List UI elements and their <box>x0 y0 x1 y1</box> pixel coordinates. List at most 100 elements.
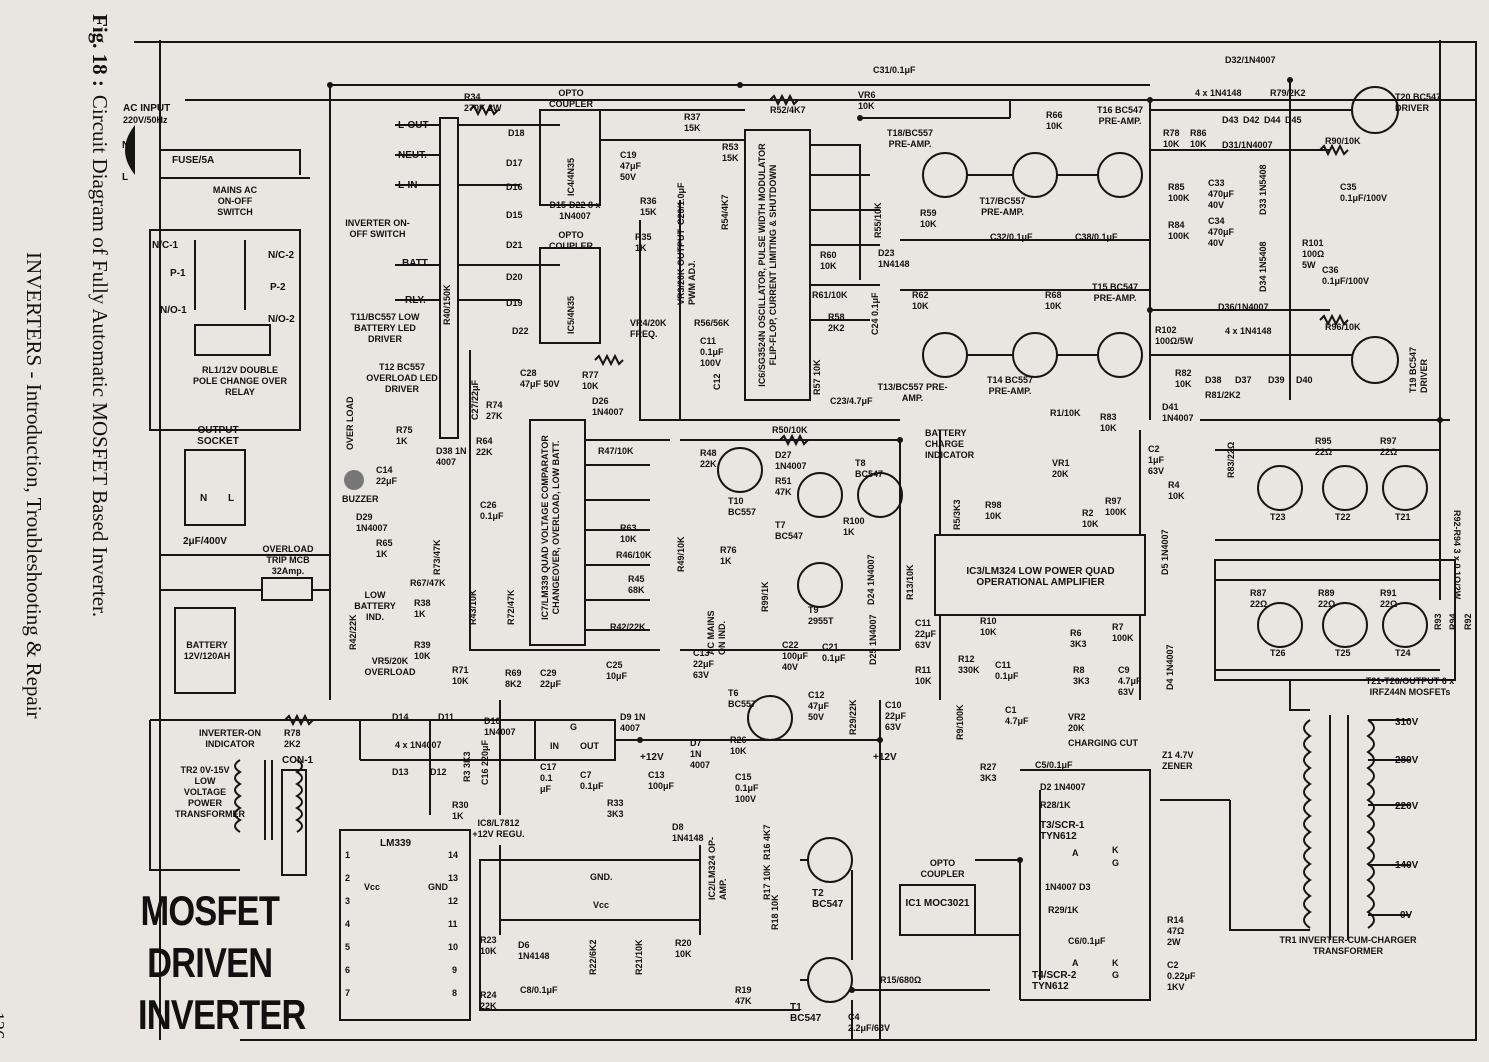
label-r56: R56/56K <box>694 318 730 328</box>
label-t3: T3/SCR-1 TYN612 <box>1040 820 1085 842</box>
label-g: G <box>570 722 578 732</box>
label-vr5: VR5/20K OVERLOAD <box>364 656 416 677</box>
label-p1: P-1 <box>170 268 186 279</box>
label-d27: D27 1N4007 <box>775 450 807 471</box>
label-c9: C9 4.7μF 63V <box>1118 665 1142 697</box>
label-a1: A <box>1072 848 1079 858</box>
label-r58: R58 2K2 <box>828 312 845 333</box>
label-r91: R91 22Ω <box>1380 588 1398 609</box>
label-c8: C8/0.1μF <box>520 985 558 995</box>
label-r75: R75 1K <box>396 425 413 446</box>
label-d36: D36/1N4007 <box>1218 302 1269 312</box>
label-r42: R42/22K <box>610 622 646 632</box>
title-line: MOSFET <box>140 887 280 934</box>
label-r14: R14 47Ω 2W <box>1167 915 1185 947</box>
lm339-pin: 14 <box>448 850 459 860</box>
label-c27: C27/22μF <box>470 379 480 420</box>
label-c1: C1 4.7μF <box>1005 705 1029 726</box>
label-c20: C20/1.0μF <box>676 182 686 225</box>
label-r6: R6 3K3 <box>1070 628 1087 649</box>
label-gnd-small: GND <box>428 882 448 892</box>
label-d2: D2 1N4007 <box>1040 782 1086 792</box>
label-d43-45: 4 x 1N4148 <box>1195 88 1242 98</box>
label-c2b: C2 0.22μF 1KV <box>1167 960 1196 992</box>
label-c15: C15 0.1μF 100V <box>735 772 759 804</box>
label-out: OUT <box>580 741 599 751</box>
label-vcc-small: Vcc <box>364 882 381 892</box>
label-r86: R86 10K <box>1190 128 1207 149</box>
label-g1: G <box>1112 858 1120 868</box>
label-d10: D10 1N4007 <box>484 716 516 737</box>
label-r30: R30 1K <box>452 800 469 821</box>
lm339-pin: 11 <box>448 919 458 929</box>
label-t4: T4/SCR-2 TYN612 <box>1032 970 1077 992</box>
label-mcb: OVERLOAD TRIP MCB 32Amp. <box>262 544 314 576</box>
label-r60: R60 10K <box>820 250 837 271</box>
label-c10: C10 22μF 63V <box>885 700 907 732</box>
label-d40: D40 <box>1296 375 1313 385</box>
label-v220: 220V <box>1395 801 1419 812</box>
label-c36: C36 0.1μF/100V <box>1322 265 1370 286</box>
label-r96: R96/10K <box>1325 322 1361 332</box>
label-socket-l: L <box>228 493 235 504</box>
label-r43: R43/10K <box>468 589 478 625</box>
label-d9: D9 1N 4007 <box>620 712 646 733</box>
label-r95: R95 22Ω <box>1315 436 1333 457</box>
label-over-load: OVER LOAD <box>345 396 355 450</box>
label-output-socket: OUTPUT SOCKET <box>197 425 239 447</box>
figure-caption: Fig. 18 :Circuit Diagram of Fully Automa… <box>88 14 112 618</box>
label-d19: D19 <box>506 298 523 308</box>
label-no1: N/O-1 <box>160 305 187 316</box>
label-r53: R53 15K <box>722 142 739 163</box>
label-ic2: IC2/LM324 OP-AMP. <box>707 836 728 900</box>
label-z1: Z1 4.7V ZENER <box>1162 750 1194 771</box>
label-k2: K <box>1112 958 1119 968</box>
label-c22: C22 100μF 40V <box>782 640 809 672</box>
label-r62: R62 10K <box>912 290 929 311</box>
label-r46: R46/10K <box>616 550 652 560</box>
label-d38: D38 1N 4007 <box>436 446 467 467</box>
label-r71: R71 10K <box>452 665 469 686</box>
label-vcc: Vcc <box>593 900 610 910</box>
label-ic6: IC6/SG3524N OSCILLATOR, PULSE WIDTH MODU… <box>757 143 778 387</box>
label-d16: D16 <box>506 182 523 192</box>
label-r48: R48 22K <box>700 448 717 469</box>
label-d26: D26 1N4007 <box>592 396 624 417</box>
label-rly: RLY. <box>405 295 426 306</box>
label-r33: R33 3K3 <box>607 798 624 819</box>
label-d20: D20 <box>506 272 523 282</box>
label-c11-top: C11 0.1μF 100V <box>700 336 724 368</box>
label-d29: D29 1N4007 <box>356 512 388 533</box>
lm339-pin: 5 <box>345 942 351 952</box>
label-c26: C26 0.1μF <box>480 500 504 521</box>
label-d45: D45 <box>1285 115 1302 125</box>
label-t7: T7 BC547 <box>775 520 804 541</box>
label-c12b: C12 47μF 50V <box>808 690 830 722</box>
label-vr2: VR2 20K <box>1068 712 1086 733</box>
label-a2: A <box>1072 958 1079 968</box>
label-r82: R82 10K <box>1175 368 1192 389</box>
label-vr3: VR3/20K OUTPUT PWM ADJ. <box>676 228 697 305</box>
label-r19: R19 47K <box>735 985 752 1006</box>
label-r52: R52/4K7 <box>770 105 806 115</box>
lm339-pin: 12 <box>448 896 459 906</box>
label-c32: C32/0.1μF <box>990 232 1033 242</box>
label-r49: R49/10K <box>676 536 686 572</box>
label-t20: T20 BC547 DRIVER <box>1395 92 1442 113</box>
label-r97: R97 100K <box>1105 496 1127 517</box>
label-d33: D33 1N5408 <box>1258 164 1268 215</box>
label-t24: T24 <box>1395 648 1411 658</box>
label-ic7: IC7/LM339 QUAD VOLTAGE COMPARATOR CHANGE… <box>540 435 561 620</box>
label-d23: D23 1N4148 <box>878 248 910 269</box>
label-r7: R7 100K <box>1112 622 1134 643</box>
label-c11b: C11 22μF 63V <box>915 618 937 650</box>
label-batt-charge: BATTERY CHARGE INDICATOR <box>925 428 975 460</box>
label-d38b: D38 <box>1205 375 1222 385</box>
label-r51: R51 47K <box>775 476 792 497</box>
label-r69: R69 8K2 <box>505 668 522 689</box>
label-neut: NEUT. <box>398 150 427 161</box>
label-r35: R35 1K <box>635 232 652 253</box>
label-r39: R39 10K <box>414 640 431 661</box>
label-tr2: TR2 0V-15V LOW VOLTAGE POWER TRANSFORMER <box>175 765 245 819</box>
label-d31: D31/1N4007 <box>1222 140 1273 150</box>
